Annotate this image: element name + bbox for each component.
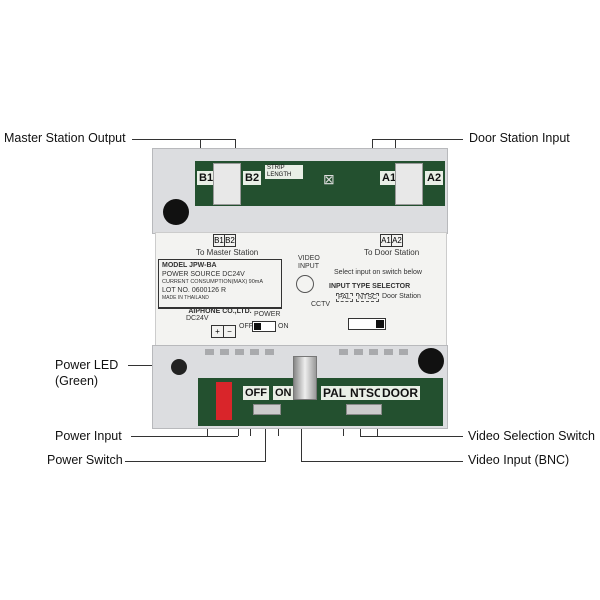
- on-tag: ON: [273, 386, 294, 400]
- panel-b2: B2: [224, 234, 236, 247]
- door-station-label: Door Station: [382, 293, 421, 300]
- top-pcb: B1 B2 STRIP LENGTH ⊠ A1 A2: [195, 161, 445, 206]
- bnc-connector[interactable]: [293, 356, 317, 400]
- cctv-label: CCTV: [311, 301, 331, 308]
- power-diagram: [252, 321, 276, 332]
- power-label: POWER: [254, 311, 281, 318]
- label-panel: B1 B2 To Master Station A1 A2 To Door St…: [155, 232, 447, 347]
- model: MODEL JPW-BA: [162, 262, 217, 269]
- strip-length-label: STRIP LENGTH: [265, 165, 303, 179]
- mounting-knob: [163, 199, 189, 225]
- callout-power-input: Power Input: [55, 429, 122, 443]
- door-tag: DOOR: [380, 386, 420, 400]
- selector-diagram: [348, 318, 386, 330]
- rating-plate: MODEL JPW-BA POWER SOURCE DC24V CURRENT …: [158, 259, 282, 315]
- top-section: B1 B2 STRIP LENGTH ⊠ A1 A2: [152, 148, 448, 234]
- power-led: [171, 359, 187, 375]
- a1-label: A1: [380, 171, 399, 185]
- pal-tag: PAL: [321, 386, 349, 400]
- callout-power-led: Power LED: [55, 358, 119, 372]
- callout-power-switch: Power Switch: [47, 453, 123, 467]
- ntsc-label: NTSC: [356, 293, 380, 302]
- power-switch[interactable]: [253, 404, 281, 415]
- consumption: CURRENT CONSUMPTION(MAX) 90mA: [162, 279, 264, 285]
- pal-label: PAL: [336, 293, 353, 302]
- minus-label: −: [223, 325, 236, 338]
- to-door-station: To Door Station: [364, 248, 420, 257]
- power-source: POWER SOURCE DC24V: [162, 271, 245, 278]
- selector-title: INPUT TYPE SELECTOR: [329, 283, 411, 290]
- video-input-label-2: INPUT: [298, 263, 319, 270]
- video-input-symbol: [296, 275, 314, 293]
- callout-door-station-input: Door Station Input: [469, 131, 570, 145]
- maker: AIPHONE CO.,LTD.: [159, 307, 281, 315]
- b2-label: B2: [243, 171, 262, 185]
- to-master-station: To Master Station: [196, 248, 259, 257]
- bottom-pcb: OFF ON PAL NTSC DOOR: [198, 378, 443, 426]
- mounting-knob-right: [418, 348, 444, 374]
- power-input-connector[interactable]: [216, 382, 232, 420]
- callout-power-led-color: (Green): [55, 374, 99, 388]
- b1-label: B1: [197, 171, 216, 185]
- device: B1 B2 STRIP LENGTH ⊠ A1 A2 B1 B2 To Mast…: [152, 148, 448, 429]
- weee-icon: ⊠: [323, 171, 335, 187]
- select-note: Select input on switch below: [334, 269, 422, 276]
- ntsc-tag: NTSC: [348, 386, 385, 400]
- panel-a2: A2: [391, 234, 403, 247]
- off-tag: OFF: [243, 386, 269, 400]
- a2-label: A2: [425, 171, 444, 185]
- door-terminal[interactable]: [395, 163, 423, 205]
- on-label: ON: [278, 323, 289, 330]
- video-input-label: VIDEO: [298, 255, 320, 262]
- video-selection-switch[interactable]: [346, 404, 382, 415]
- made-in: MADE IN THAILAND: [162, 295, 209, 301]
- callout-video-selection-switch: Video Selection Switch: [468, 429, 595, 443]
- lot-number: LOT NO. 0600126 R: [162, 287, 227, 294]
- callout-master-station-output: Master Station Output: [4, 131, 126, 145]
- callout-video-input: Video Input (BNC): [468, 453, 570, 467]
- off-label: OFF: [239, 323, 253, 330]
- master-terminal[interactable]: [213, 163, 241, 205]
- dc24v-label: DC24V: [186, 315, 209, 322]
- bottom-section: OFF ON PAL NTSC DOOR: [152, 345, 448, 429]
